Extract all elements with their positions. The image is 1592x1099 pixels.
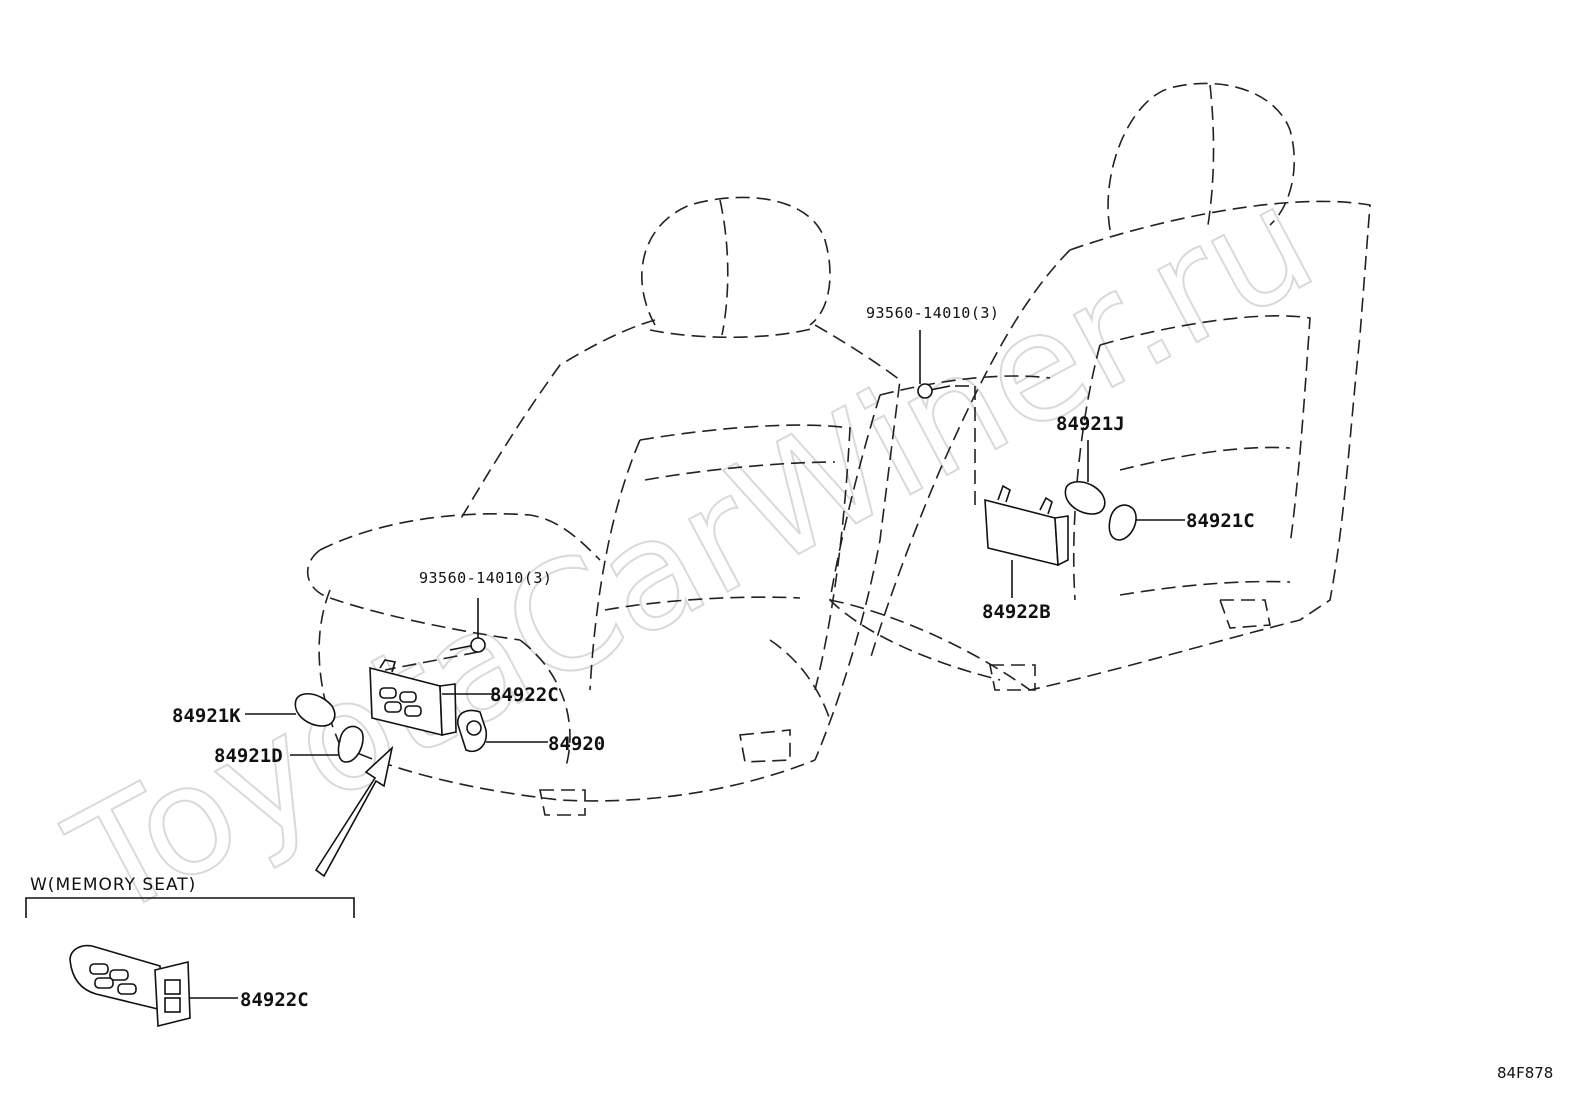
left-seat bbox=[306, 196, 901, 816]
diagram-code: 84F878 bbox=[1497, 1064, 1553, 1082]
label-84921j: 84921J bbox=[1056, 413, 1125, 435]
right-seat bbox=[829, 82, 1371, 691]
knob-84921d-icon bbox=[337, 725, 364, 763]
knob-84921j-icon bbox=[1064, 481, 1106, 515]
label-84920: 84920 bbox=[548, 733, 605, 755]
label-84922c: 84922C bbox=[490, 684, 559, 706]
label-84921d: 84921D bbox=[214, 745, 283, 767]
label-memory-84922c: 84922C bbox=[240, 989, 309, 1011]
knob-84921c-icon bbox=[1108, 504, 1137, 541]
label-84921k: 84921K bbox=[172, 705, 241, 727]
right-seat-parts bbox=[917, 383, 1137, 567]
seat-switch-84922b-icon bbox=[984, 484, 1069, 567]
watermark: ToyotaCarWiner.ru bbox=[43, 152, 1341, 953]
label-bolt-right: 93560-14010(3) bbox=[866, 304, 999, 322]
label-84921c: 84921C bbox=[1186, 510, 1255, 532]
view-arrow-icon bbox=[314, 745, 394, 878]
bolt-right-icon bbox=[917, 383, 951, 399]
memory-seat-switch-icon bbox=[69, 944, 191, 1028]
switch-84920-icon bbox=[457, 709, 488, 752]
watermark-text: ToyotaCarWiner.ru bbox=[44, 153, 1340, 952]
memory-seat-caption: W(MEMORY SEAT) bbox=[30, 875, 196, 895]
seat-switch-84922c-icon bbox=[369, 659, 457, 737]
label-84922b: 84922B bbox=[982, 601, 1051, 623]
leader-lines bbox=[190, 330, 1185, 999]
memory-seat-inset bbox=[25, 897, 355, 1028]
knob-84921k-icon bbox=[294, 693, 336, 727]
left-seat-parts bbox=[294, 637, 488, 878]
memory-seat-bracket bbox=[25, 897, 355, 918]
label-bolt-left: 93560-14010(3) bbox=[419, 569, 552, 587]
